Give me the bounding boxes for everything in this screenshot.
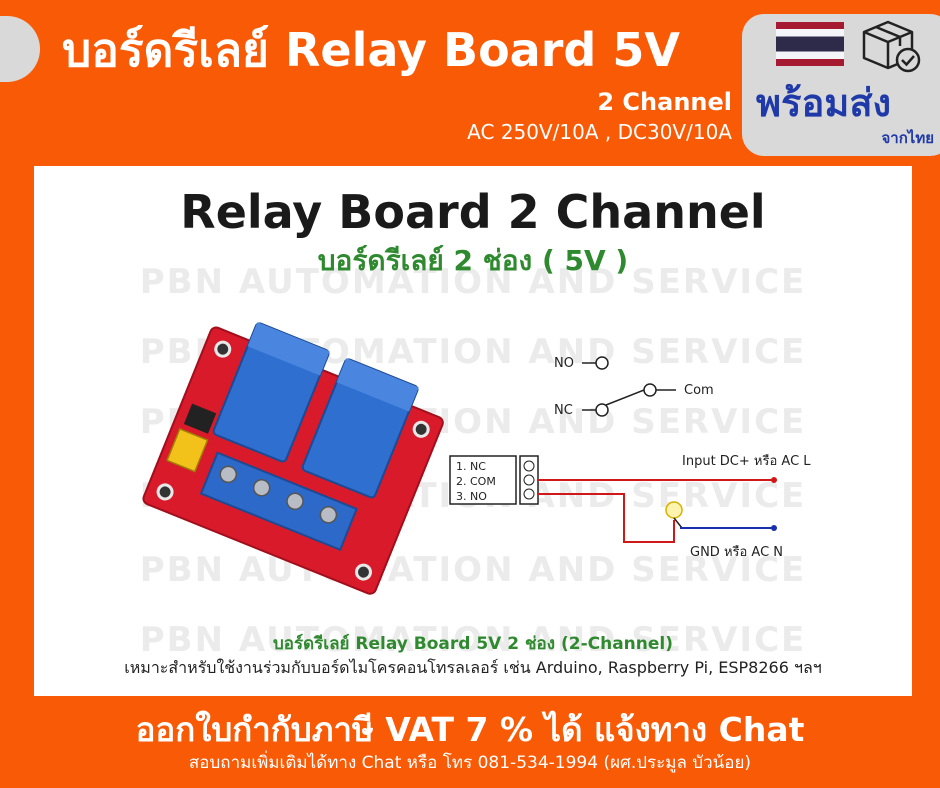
terminal-label-no: 3. NO <box>456 490 487 503</box>
caption-title: บอร์ดรีเลย์ Relay Board 5V 2 ช่อง (2-Cha… <box>272 634 674 654</box>
nc-contact-label: NC <box>554 403 573 418</box>
com-contact-label: Com <box>684 383 714 398</box>
product-panel: PBN AUTOMATION AND SERVICE PBN AUTOMATIO… <box>34 166 912 696</box>
page-title: บอร์ดรีเลย์ Relay Board 5V <box>62 23 680 77</box>
panel-heading: Relay Board 2 Channel <box>180 185 766 239</box>
package-check-icon <box>862 20 921 73</box>
ships-from-text: จากไทย <box>881 129 934 147</box>
title-banner-accent <box>0 16 40 82</box>
wiring-diagram: NO NC Com 1. NC 2. COM 3. NO Input DC+ ห… <box>449 356 811 560</box>
caption-text: เหมาะสำหรับใช้งานร่วมกับบอร์ดไมโครคอนโทร… <box>124 658 822 677</box>
vat-notice: ออกใบกำกับภาษี VAT 7 % ได้ แจ้งทาง Chat <box>135 710 805 749</box>
watermark-line: PBN AUTOMATION AND SERVICE <box>139 550 807 590</box>
contact-info: สอบถามเพิ่มเติมได้ทาง Chat หรือ โทร 081-… <box>188 753 752 773</box>
channel-subtitle: 2 Channel <box>597 88 732 116</box>
terminal-label-com: 2. COM <box>456 475 496 488</box>
title-banner <box>0 16 740 82</box>
no-contact-label: NO <box>554 356 574 371</box>
gnd-wire-label: GND หรือ AC N <box>690 544 783 560</box>
watermark-line: PBN AUTOMATION AND SERVICE <box>139 620 807 660</box>
ready-to-ship-text: พร้อมส่ง <box>756 81 892 125</box>
input-wire-label: Input DC+ หรือ AC L <box>682 453 811 469</box>
watermark-line: PBN AUTOMATION AND SERVICE <box>139 262 807 302</box>
panel-subheading: บอร์ดรีเลย์ 2 ช่อง ( 5V ) <box>317 244 629 277</box>
relay-board-image <box>142 322 444 595</box>
spec-text: AC 250V/10A , DC30V/10A <box>467 120 732 144</box>
thai-flag-icon <box>776 22 844 66</box>
terminal-label-nc: 1. NC <box>456 460 486 473</box>
